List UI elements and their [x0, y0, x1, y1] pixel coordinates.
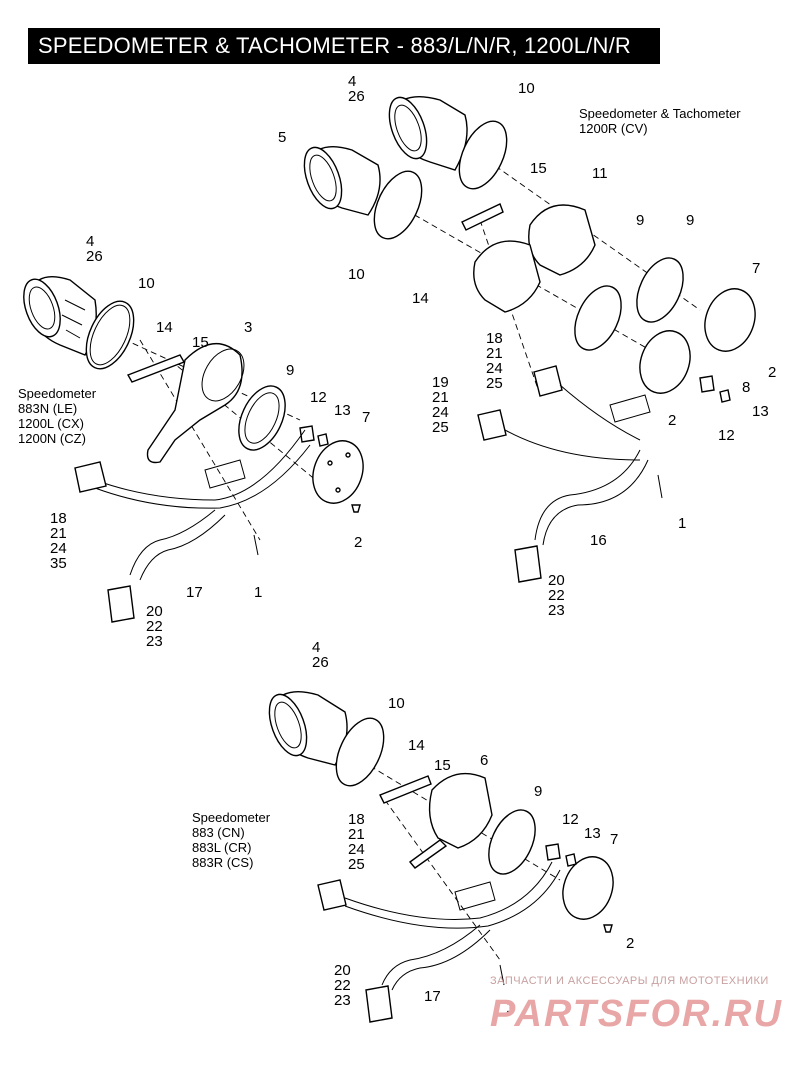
callout-b-10b: 10	[348, 266, 365, 283]
screw-1c-part	[499, 964, 505, 986]
callout-c-17: 17	[424, 988, 441, 1005]
indicator-lamp-3-part	[545, 843, 561, 861]
callout-b-1: 1	[678, 515, 686, 532]
watermark-tagline: ЗАПЧАСТИ И АКСЕССУАРЫ ДЛЯ МОТОТЕХНИКИ	[490, 975, 769, 987]
caption-speedo-883n-1200l-1200n: Speedometer 883N (LE) 1200L (CX) 1200N (…	[18, 386, 97, 446]
gasket-ring-3-part	[373, 170, 423, 240]
callout-b-11: 11	[592, 165, 608, 182]
grommet-part	[317, 433, 329, 447]
mounting-plate-4-part	[562, 856, 614, 920]
bezel-4-part	[488, 809, 536, 875]
callout-a-3: 3	[244, 319, 252, 336]
callout-a-9: 9	[286, 362, 294, 379]
callout-a-13: 13	[334, 402, 351, 419]
caption-speedo-tacho-1200r: Speedometer & Tachometer 1200R (CV)	[579, 106, 741, 136]
speedometer-cup-2-part	[408, 772, 493, 869]
light-bracket-3-part	[379, 775, 432, 804]
callout-b-5: 5	[278, 129, 286, 146]
callout-b-10a: 10	[518, 80, 535, 97]
callout-c-7: 7	[610, 831, 618, 848]
speedometer-housing-part	[23, 276, 97, 356]
callout-c-2: 2	[626, 935, 634, 952]
callout-c-12: 12	[562, 811, 579, 828]
wiring-harness-3-part	[317, 861, 561, 1023]
callout-b-13: 13	[752, 403, 769, 420]
assembly-left	[23, 276, 364, 623]
callout-c-6: 6	[480, 752, 488, 769]
indicator-lamp-2-part	[699, 375, 715, 393]
callout-a-2: 2	[354, 534, 362, 551]
callout-a-12: 12	[310, 389, 327, 406]
mounting-plate-part	[312, 440, 364, 504]
indicator-lamp-part	[299, 425, 315, 443]
callout-b-15: 15	[530, 160, 547, 177]
callout-a-7: 7	[362, 409, 370, 426]
speedometer-housing-2-part	[303, 146, 381, 216]
callout-a-1: 1	[254, 584, 262, 601]
callout-c-14: 14	[408, 737, 425, 754]
callout-b-9b: 9	[686, 212, 694, 229]
mounting-plate-3-part	[639, 330, 691, 394]
callout-c-15: 15	[434, 757, 451, 774]
callout-c-13: 13	[584, 825, 601, 842]
callout-b-9a: 9	[636, 212, 644, 229]
callout-a-17: 17	[186, 584, 203, 601]
callout-c-10: 10	[388, 695, 405, 712]
callout-b-7: 7	[752, 260, 760, 277]
callout-b-12: 12	[718, 427, 735, 444]
bezel-2-part	[574, 285, 622, 351]
callout-b-2a: 2	[768, 364, 776, 381]
gasket-ring-2-part	[458, 120, 508, 190]
gasket-ring-4-part	[335, 717, 385, 787]
wiring-harness-part	[74, 429, 311, 623]
bezel-part	[238, 385, 286, 451]
screw-part	[351, 504, 361, 513]
light-bracket-2-part	[461, 203, 504, 231]
mounting-plate-2-part	[704, 288, 756, 352]
callout-a-15: 15	[192, 334, 209, 351]
bezel-3-part	[636, 257, 684, 323]
grommet-2-part	[719, 389, 731, 403]
callout-c-9: 9	[534, 783, 542, 800]
callout-b-2b: 2	[668, 412, 676, 429]
gasket-ring-part	[85, 300, 135, 370]
wiring-harness-2-part	[477, 365, 651, 583]
page-title: SPEEDOMETER & TACHOMETER - 883/L/N/R, 12…	[28, 28, 660, 64]
screw-1b-part	[657, 474, 663, 499]
caption-speedo-883-883l-883r: Speedometer 883 (CN) 883L (CR) 883R (CS)	[192, 810, 271, 870]
screw-2-part	[603, 924, 613, 933]
assembly-top-right	[303, 96, 756, 583]
callout-b-14: 14	[412, 290, 429, 307]
light-bracket-part	[126, 354, 186, 383]
callout-c-1: 1	[506, 999, 514, 1016]
callout-a-14: 14	[156, 319, 173, 336]
grommet-3-part	[565, 853, 577, 867]
screw-1-part	[253, 534, 259, 556]
dual-cup-part	[473, 204, 596, 313]
speedometer-cup-part	[146, 342, 245, 464]
assembly-bottom	[268, 691, 614, 1023]
watermark-logo: PARTSFOR.RU	[490, 993, 783, 1035]
callout-a-10: 10	[138, 275, 155, 292]
tachometer-housing-part	[388, 96, 468, 171]
callout-b-16: 16	[590, 532, 607, 549]
callout-b-8: 8	[742, 379, 750, 396]
speedometer-housing-3-part	[268, 691, 348, 766]
